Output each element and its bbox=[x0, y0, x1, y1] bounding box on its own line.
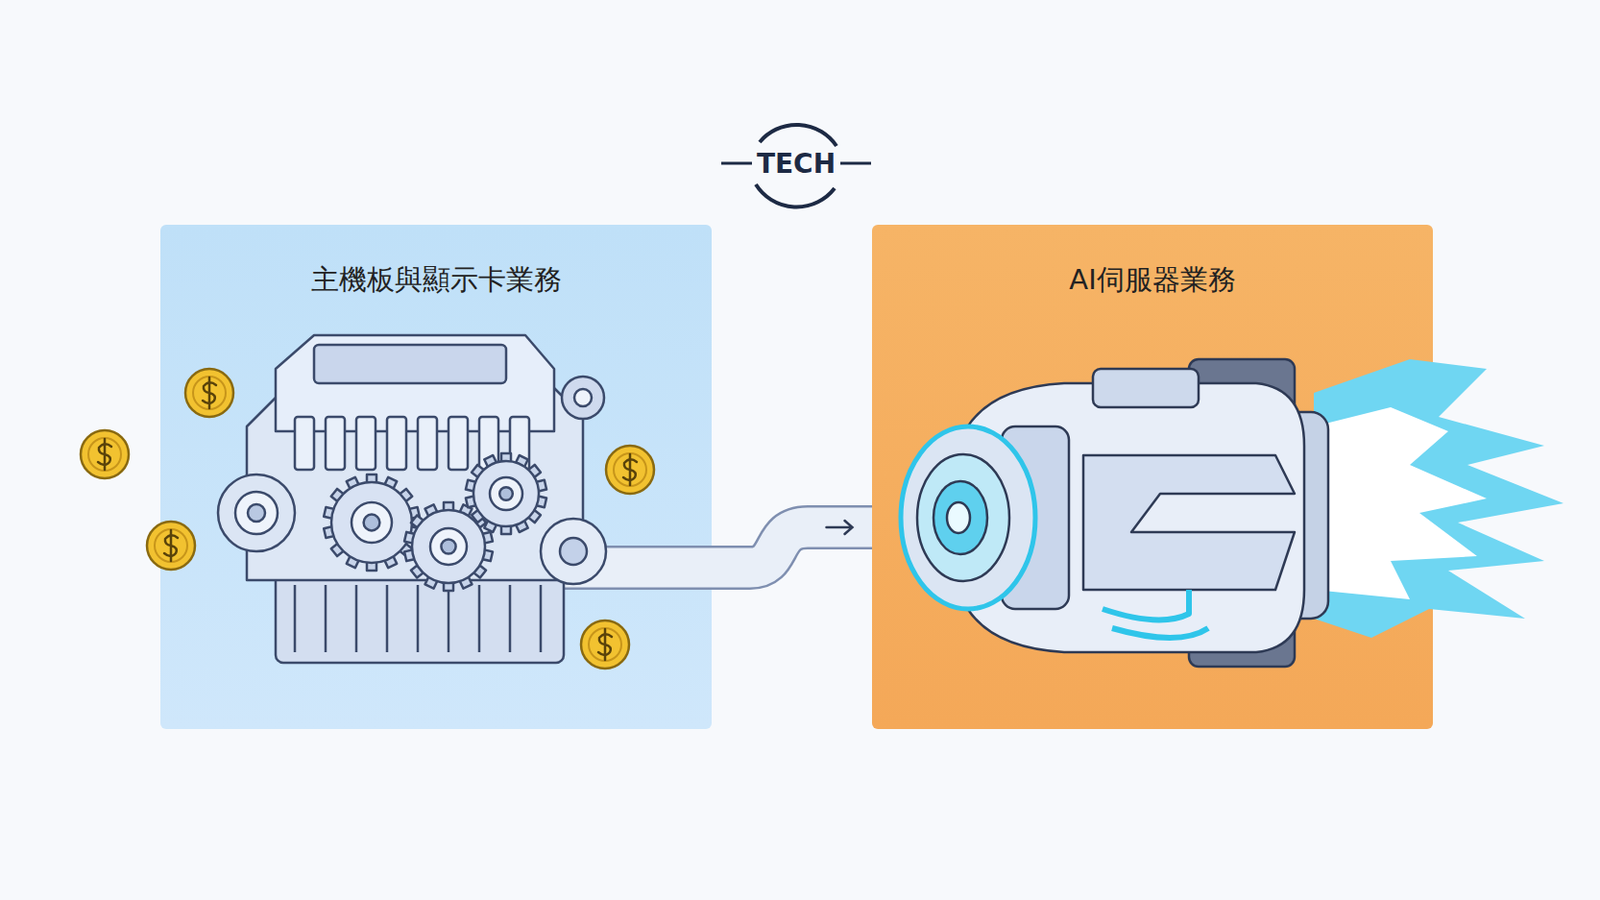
panel-heading: 主機板與顯示卡業務 bbox=[160, 224, 712, 300]
business-panel: AI伺服器業務 bbox=[872, 224, 1433, 729]
band-fill bbox=[711, 527, 873, 568]
logo-circle: TECH bbox=[740, 107, 852, 219]
logo-text: TECH bbox=[740, 107, 852, 180]
flow-band bbox=[711, 520, 873, 568]
band-outline bbox=[711, 527, 873, 568]
illustration bbox=[872, 224, 1433, 729]
jet-engine-illustration bbox=[900, 359, 1564, 667]
coin-icons bbox=[80, 368, 655, 669]
business-panel: 主機板與顯示卡業務 bbox=[160, 224, 712, 729]
arrow-head bbox=[826, 520, 853, 534]
illustration bbox=[160, 224, 712, 729]
engine-illustration bbox=[218, 335, 728, 663]
panel-heading: AI伺服器業務 bbox=[872, 224, 1433, 300]
